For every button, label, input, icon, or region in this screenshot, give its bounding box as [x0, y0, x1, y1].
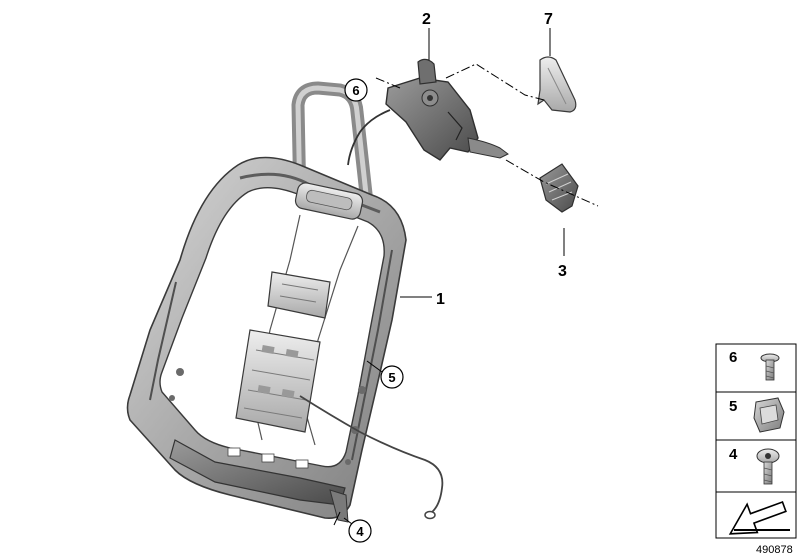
bolt-icon: [756, 448, 780, 485]
callout-5: 5: [388, 370, 395, 385]
backrest-frame: [126, 81, 444, 523]
callout-2: 2: [422, 11, 431, 28]
wiring-harness: [299, 395, 444, 513]
backrest-lock: [347, 58, 509, 166]
reference-number: 490878: [756, 544, 793, 556]
legend-label-5: 5: [729, 398, 737, 415]
leader-lines: [333, 28, 565, 526]
callout-4-circle: 4: [348, 519, 372, 543]
legend-label-4: 4: [729, 446, 738, 463]
assembly-lines: [375, 63, 599, 207]
lumbar-plate-upper: [267, 271, 331, 319]
callout-6: 6: [352, 83, 359, 98]
callout-4: 4: [356, 524, 364, 539]
legend-row-6: 6: [715, 343, 797, 393]
callout-7: 7: [544, 11, 553, 28]
legend-row-4: 4: [715, 439, 797, 493]
legend-row-symbol: [715, 491, 797, 539]
legend-row-5: 5: [715, 391, 797, 441]
direction-arrow-icon: [728, 501, 790, 535]
lumbar-plate-lower: [235, 329, 321, 433]
screw-icon: [760, 353, 780, 381]
lock-cover-part-7: [537, 56, 577, 113]
callout-6-circle: 6: [344, 78, 368, 102]
legend-label-6: 6: [729, 349, 737, 366]
clip-nut-icon: [753, 397, 785, 433]
callout-5-circle: 5: [380, 365, 404, 389]
callout-3: 3: [558, 263, 567, 280]
fastener-legend: 6 5 4: [715, 343, 797, 539]
bracket-part-3: [539, 163, 579, 213]
callout-1: 1: [436, 291, 445, 308]
